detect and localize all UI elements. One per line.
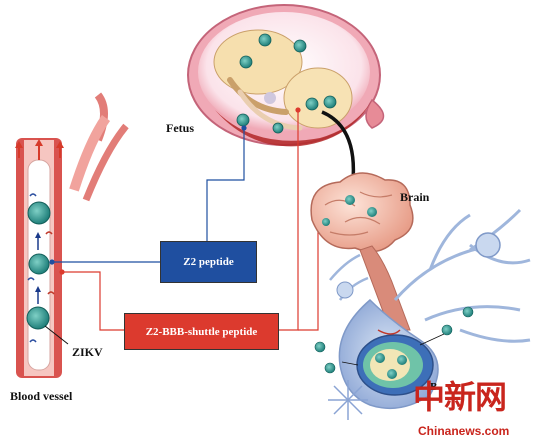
brain-label: Brain [400, 190, 430, 204]
zikv-label: ZIKV [72, 345, 103, 359]
fetus-illustration [213, 29, 353, 131]
vessel-flow-arrows [15, 139, 64, 304]
z2-bbb-shuttle-peptide-box: Z2-BBB-shuttle peptide [124, 313, 279, 350]
z2-peptide-box: Z2 peptide [160, 241, 257, 283]
blood-vessel-illustration [16, 92, 129, 378]
bbb-label: B [430, 381, 438, 393]
blood-vessel-label: Blood vessel [10, 389, 73, 403]
watermark-site: Chinanews.com [418, 424, 510, 438]
bbb-connector [59, 107, 319, 331]
watermark-chinese: 中新网 [413, 378, 507, 416]
zikv-pointer-line [44, 325, 69, 345]
vessel-virus-particles [26, 201, 51, 330]
snowflake-cell [328, 380, 368, 420]
vessel-peptide-fragments [27, 193, 55, 343]
bbb-virus-particles [314, 306, 474, 374]
brain-illustration [310, 172, 414, 331]
fetus-virus-particles [236, 33, 337, 134]
fetus-label: Fetus [166, 121, 194, 135]
z2-connector [49, 125, 247, 265]
